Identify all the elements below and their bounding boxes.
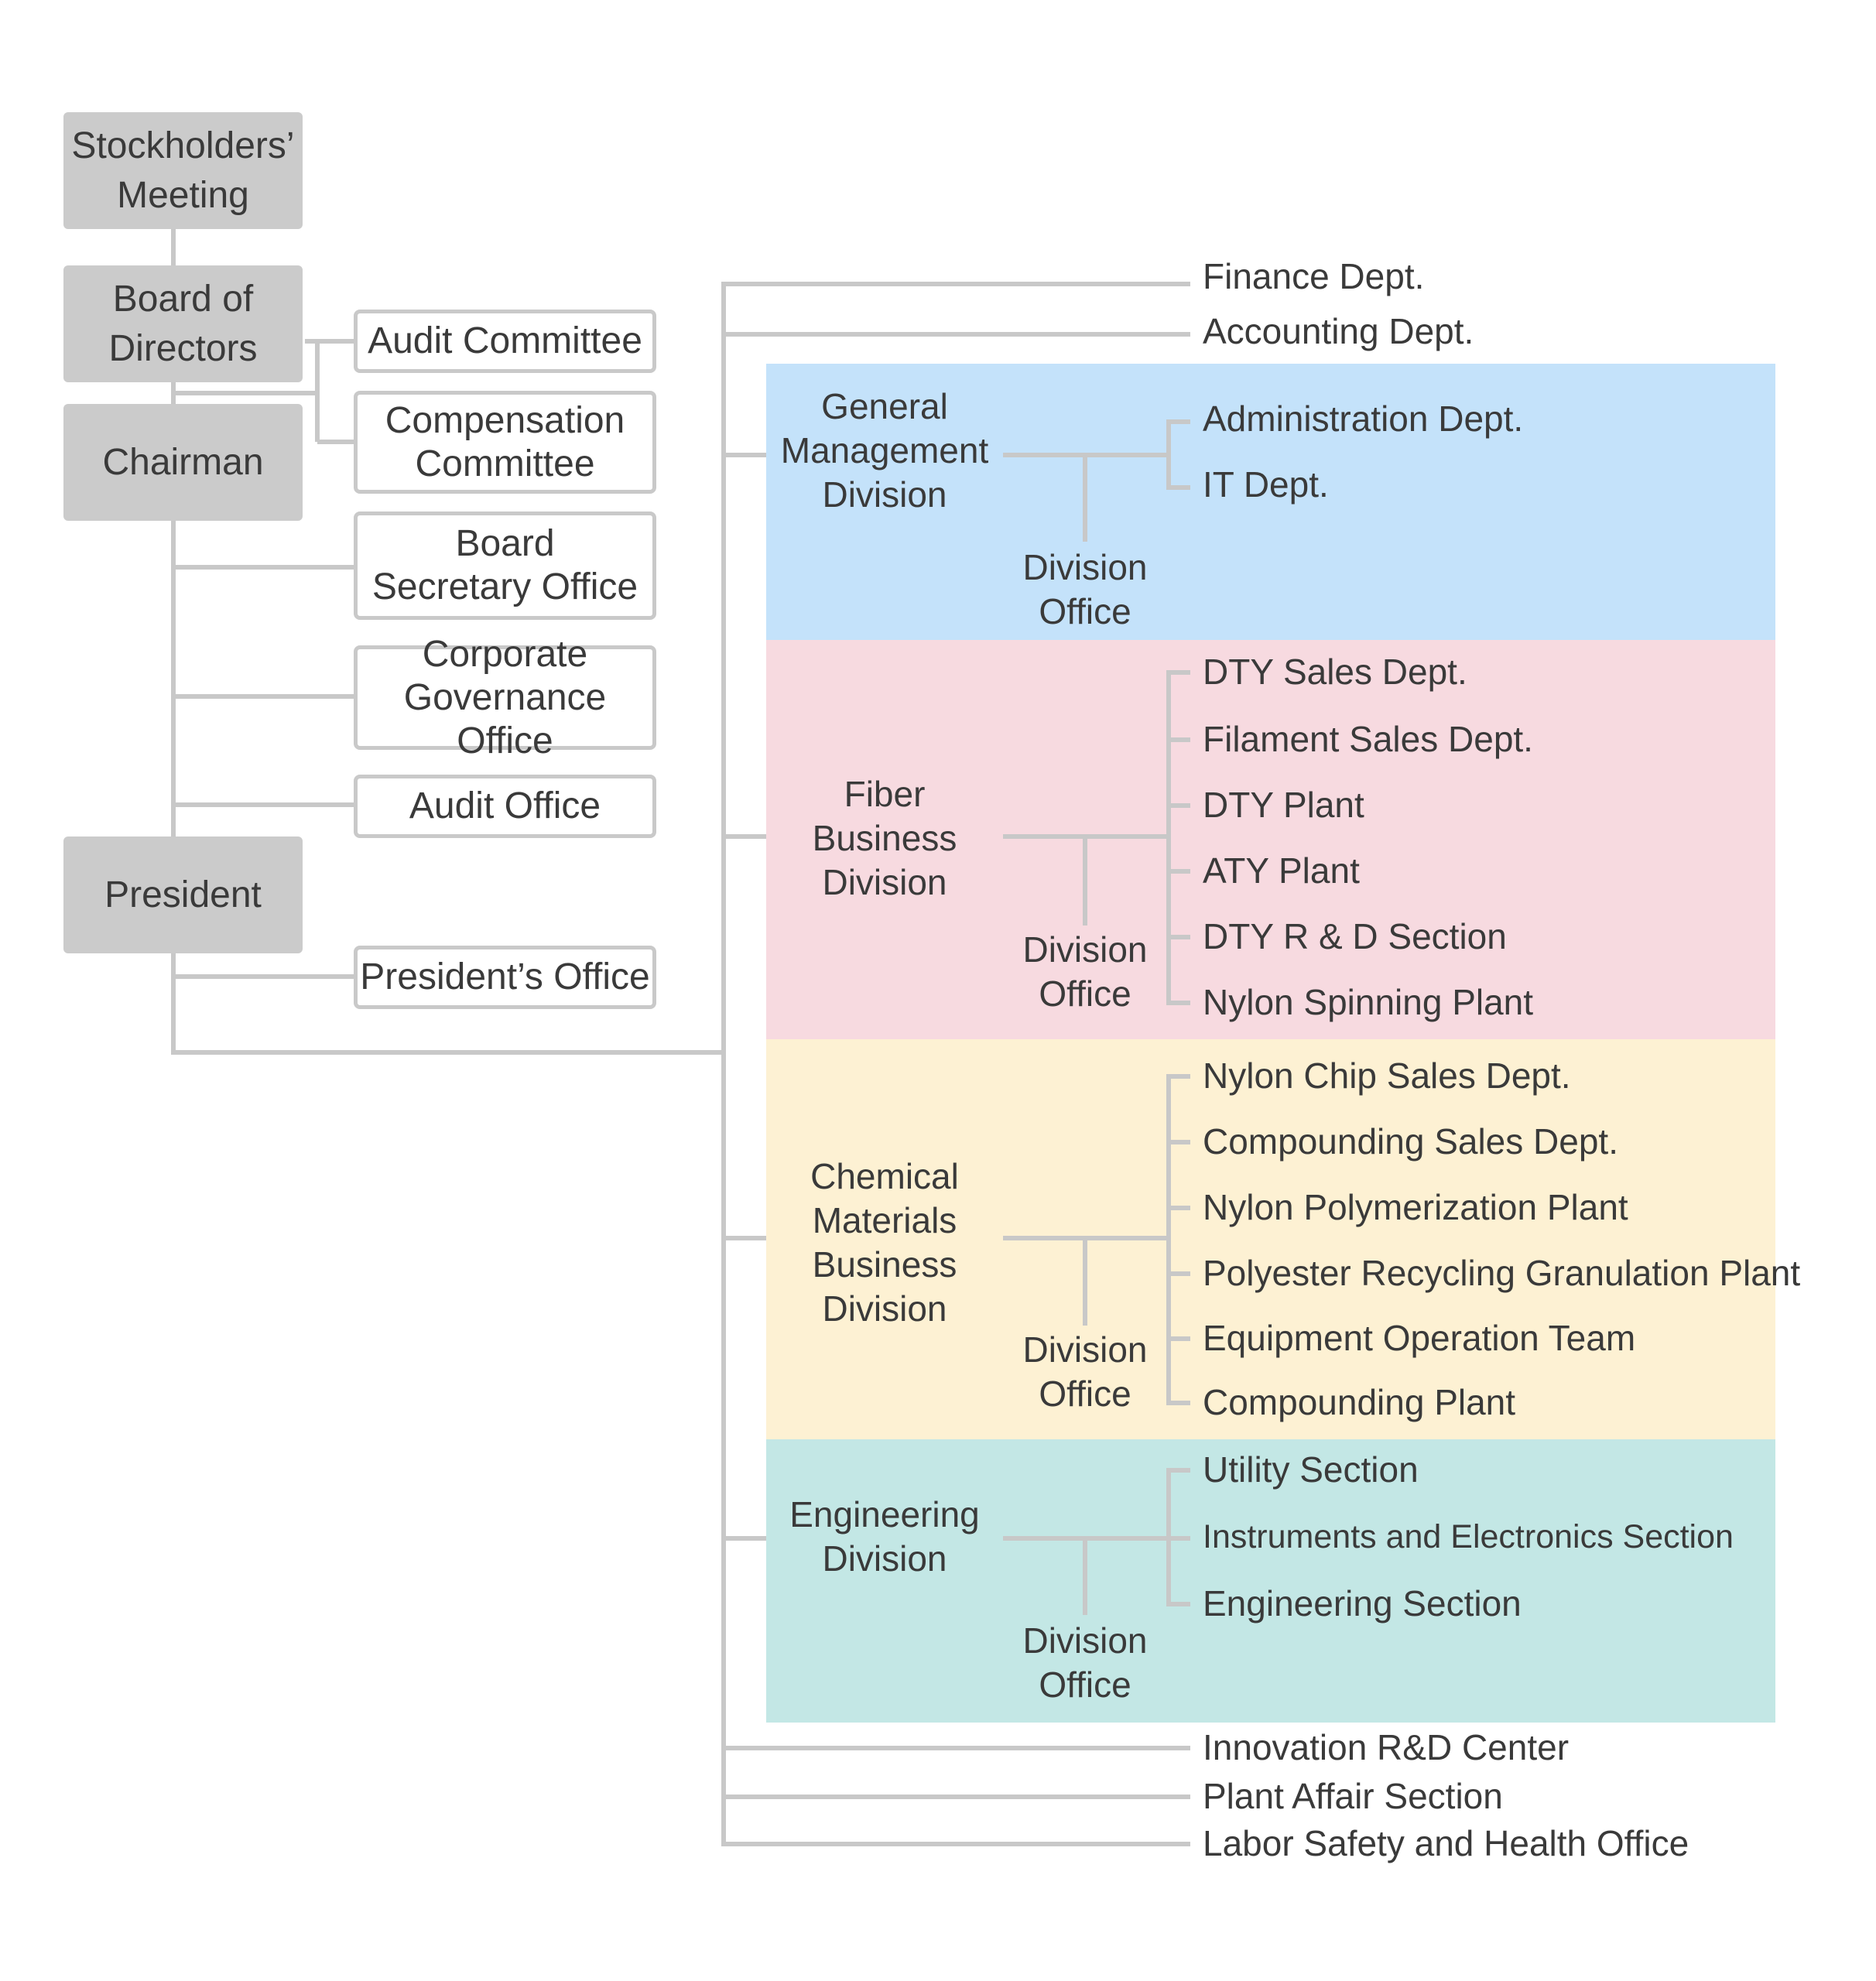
board-secretary-office-box: Board Secretary Office <box>354 512 656 620</box>
division-office-engineering: Division Office <box>1022 1620 1148 1705</box>
dept-label: Filament Sales Dept. <box>1203 719 1533 759</box>
band-fiber-business <box>766 640 1775 1039</box>
dept-label: Plant Affair Section <box>1203 1776 1503 1816</box>
dept-label: Accounting Dept. <box>1203 311 1474 351</box>
division-name-fiber-business: Fiber Business Division <box>812 774 957 902</box>
president-box: President <box>63 837 303 953</box>
stockholders-meeting-box: Stockholders’ Meeting <box>63 112 303 229</box>
division-name-chemical-materials: Chemical Materials Business Division <box>810 1156 959 1329</box>
band-general-management <box>766 364 1775 640</box>
dept-label: Administration Dept. <box>1203 399 1524 439</box>
dept-label: Nylon Chip Sales Dept. <box>1203 1056 1571 1096</box>
chairman-box: Chairman <box>63 404 303 521</box>
audit-office-box: Audit Office <box>354 775 656 838</box>
dept-label: IT Dept. <box>1203 464 1329 505</box>
board-of-directors-box: Board of Directors <box>63 265 303 382</box>
division-office-chemical-materials: Division Office <box>1022 1329 1148 1414</box>
dept-label: Engineering Section <box>1203 1583 1522 1623</box>
band-engineering <box>766 1439 1775 1723</box>
division-name-general-management: General Management Division <box>780 386 989 515</box>
division-name-engineering: Engineering Division <box>789 1494 980 1579</box>
dept-label: DTY R & D Section <box>1203 916 1507 956</box>
dept-label: Innovation R&D Center <box>1203 1727 1570 1767</box>
dept-label: Compounding Sales Dept. <box>1203 1121 1618 1162</box>
dept-label: Utility Section <box>1203 1449 1419 1490</box>
dept-label: Equipment Operation Team <box>1203 1318 1636 1358</box>
dept-label: Polyester Recycling Granulation Plant <box>1203 1253 1801 1293</box>
compensation-committee-box: Compensation Committee <box>354 391 656 494</box>
dept-label: DTY Plant <box>1203 785 1364 825</box>
audit-committee-box: Audit Committee <box>354 310 656 373</box>
dept-label: Nylon Spinning Plant <box>1203 982 1534 1022</box>
dept-label: Labor Safety and Health Office <box>1203 1823 1689 1863</box>
division-office-general-management: Division Office <box>1022 547 1148 631</box>
presidents-office-box: President’s Office <box>354 946 656 1009</box>
band-chemical-materials <box>766 1039 1775 1439</box>
corporate-governance-office-box: Corporate Governance Office <box>354 634 656 761</box>
dept-label: Nylon Polymerization Plant <box>1203 1187 1628 1227</box>
dept-label: ATY Plant <box>1203 850 1360 891</box>
division-office-fiber-business: Division Office <box>1022 929 1148 1014</box>
dept-label: Compounding Plant <box>1203 1382 1516 1422</box>
dept-label: Instruments and Electronics Section <box>1203 1518 1734 1555</box>
dept-label: DTY Sales Dept. <box>1203 652 1467 692</box>
dept-label: Finance Dept. <box>1203 256 1425 296</box>
